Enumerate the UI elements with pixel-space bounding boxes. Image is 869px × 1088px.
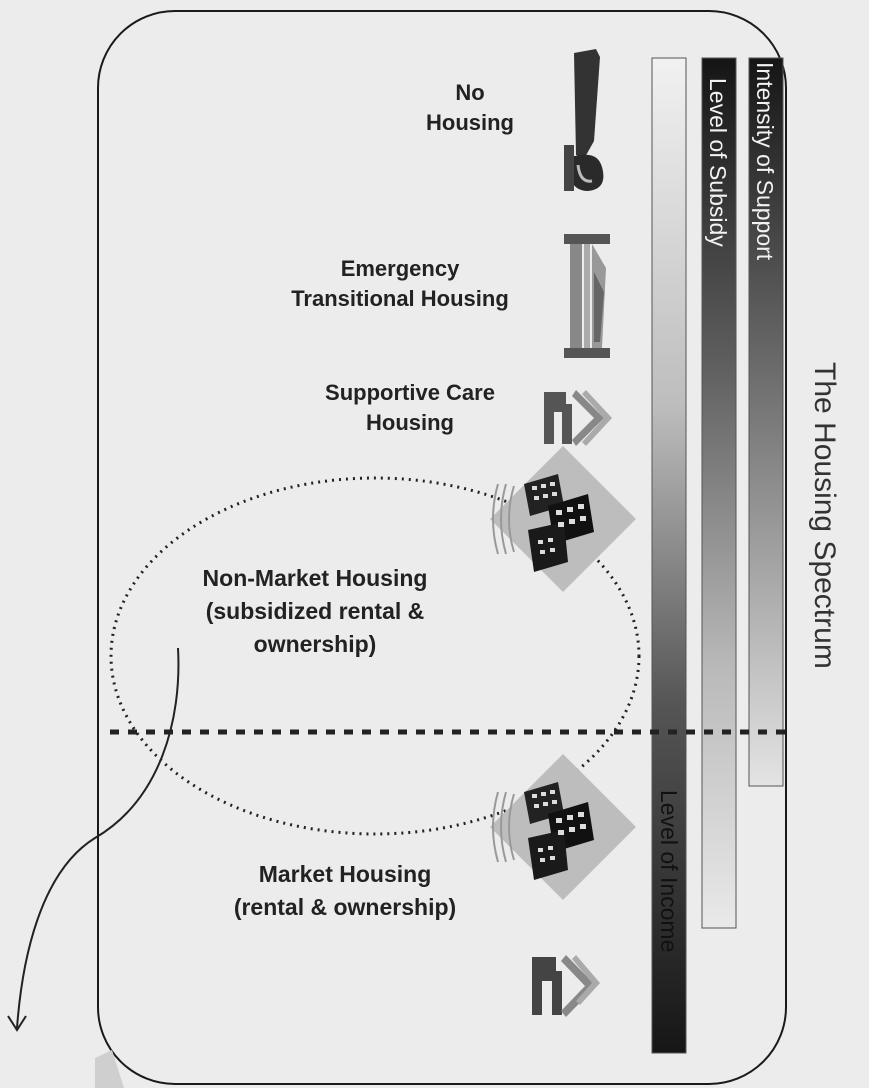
shelter-icon — [564, 234, 610, 358]
house-icon — [532, 955, 600, 1017]
sleeping-figure-icon — [564, 49, 604, 191]
diagram-frame — [97, 10, 787, 1085]
label-emergency-transitional-housing: Emergency Transitional Housing — [291, 256, 509, 311]
partial-background-shape — [95, 1050, 124, 1088]
curved-arrow — [16, 647, 180, 1029]
supportive-care-icon — [544, 390, 612, 446]
apartment-building-icon — [490, 446, 636, 592]
level-of-income-bar — [651, 57, 687, 1054]
non-market-ellipse — [109, 476, 641, 836]
intensity-of-support-label: Intensity of Support — [752, 62, 778, 261]
level-of-income-label: Level of Income — [656, 790, 682, 953]
level-of-subsidy-bar — [701, 57, 737, 929]
intensity-of-support-bar — [748, 57, 784, 787]
label-non-market-housing: Non-Market Housing (subsidized rental & … — [202, 565, 428, 657]
apartment-building-icon — [490, 754, 636, 900]
diagram-title: The Housing Spectrum — [808, 362, 841, 669]
arrow-head-icon — [7, 1015, 27, 1032]
label-supportive-care-housing: Supportive Care Housing — [325, 380, 495, 435]
label-no-housing: No Housing — [426, 80, 514, 135]
level-of-subsidy-label: Level of Subsidy — [705, 78, 731, 247]
label-market-housing: Market Housing (rental & ownership) — [233, 861, 457, 920]
